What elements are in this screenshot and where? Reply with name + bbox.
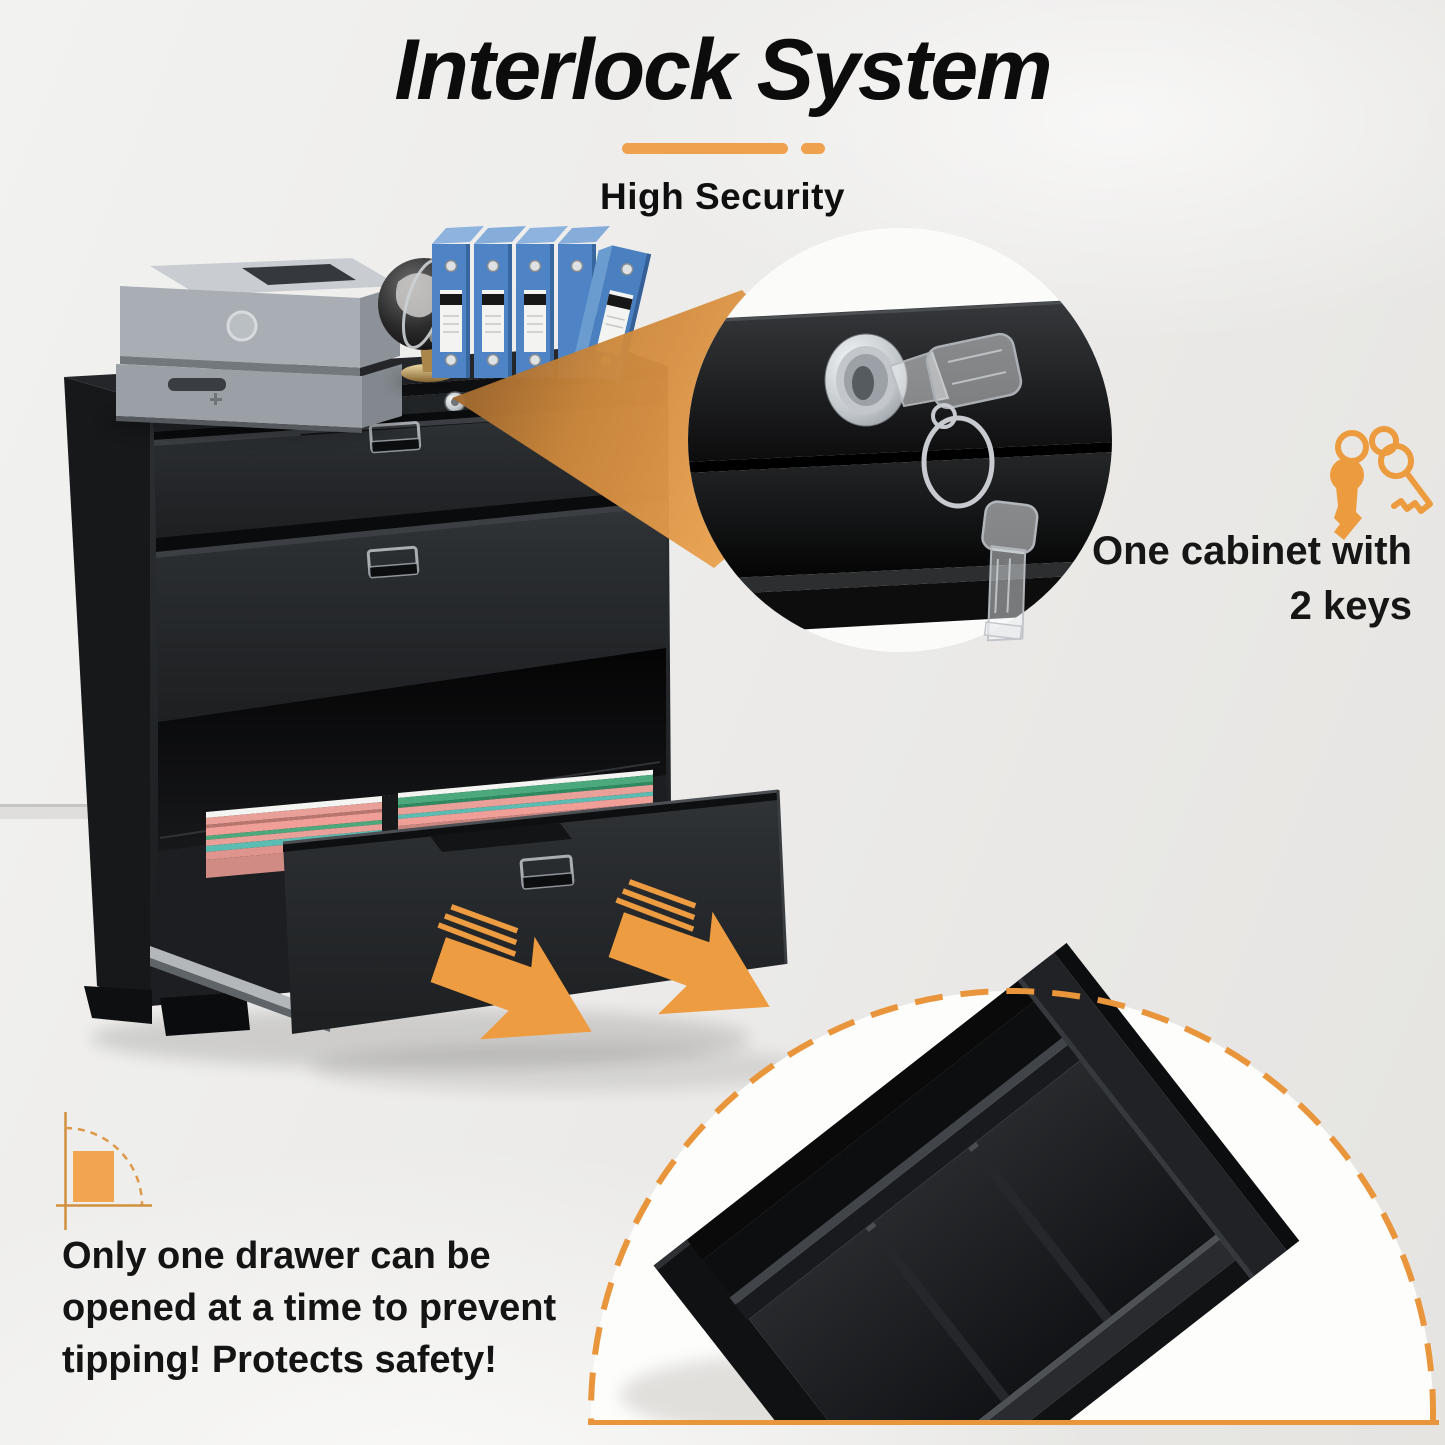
keys-icon — [1330, 426, 1433, 540]
lock-closeup-circle — [688, 228, 1112, 652]
safety-callout-line3: tipping! Protects safety! — [62, 1339, 497, 1381]
safety-callout-line1: Only one drawer can be — [62, 1235, 491, 1277]
hanging-files — [206, 794, 394, 878]
printer-logo — [226, 310, 258, 342]
safety-callout-line2: opened at a time to prevent — [62, 1287, 557, 1329]
drawer-opening — [158, 648, 666, 852]
drawer-middle — [156, 489, 666, 722]
safety-callout-text: Only one drawer can be opened at a time … — [62, 1230, 556, 1386]
drawer-slide-rail — [150, 946, 330, 1024]
title-underline-long — [622, 143, 788, 154]
drawer-shadow — [310, 1044, 810, 1092]
clear-key-inserted — [888, 332, 1023, 410]
key-ring — [921, 403, 995, 509]
lock-cylinder — [824, 333, 908, 427]
dashed-circle-border — [588, 988, 1436, 1424]
keys-callout-line2: 2 keys — [1289, 584, 1412, 628]
open-drawer-closeup-circle — [588, 942, 1436, 1424]
drawer-interior — [653, 942, 1300, 1424]
subtitle: High Security — [600, 176, 845, 217]
page-title: Interlock System — [394, 22, 1052, 118]
printer — [105, 258, 405, 436]
binder-labels — [440, 290, 546, 352]
corner-angle-icon — [56, 1112, 152, 1230]
cabinet-foot — [84, 986, 152, 1024]
clear-key-hanging — [981, 500, 1039, 642]
wall-floor-seam — [0, 804, 100, 819]
cabinet-foot — [160, 992, 250, 1036]
keys-callout-line1: One cabinet with — [1091, 529, 1412, 573]
closeup-baseline — [588, 1420, 1439, 1425]
title-underline-short — [801, 143, 825, 154]
keys-callout-text: One cabinet with 2 keys — [1092, 524, 1412, 634]
